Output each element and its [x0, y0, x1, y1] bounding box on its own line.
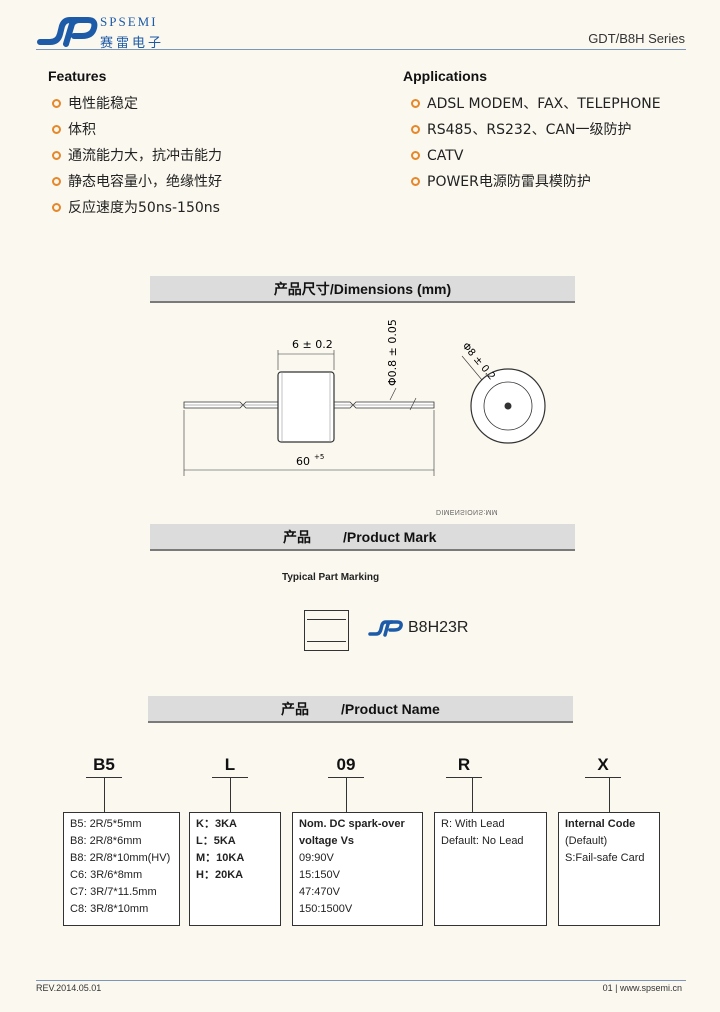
product-mark-title-en: /Product Mark: [343, 528, 437, 545]
product-mark-title-cn: 产品: [283, 529, 311, 546]
code-voltage: 09: [336, 755, 356, 774]
marking-caption: Typical Part Marking: [282, 572, 380, 583]
list-item: RS485、RS232、CAN一级防护: [409, 121, 661, 147]
list-item: POWER电源防雷具模防护: [409, 173, 661, 199]
code-current: L: [224, 755, 236, 774]
dimension-drawing: 6 ± 0.2 60 +5 Φ0.8 ± 0.05 Φ8 ± 0.2: [183, 319, 546, 476]
applications-list: ADSL MODEM、FAX、TELEPHONE RS485、RS232、CAN…: [409, 95, 661, 199]
lead-diameter-label: Φ0.8 ± 0.05: [386, 319, 399, 386]
part-marking-code: B8H23R: [408, 619, 469, 636]
brand-name-cn: 赛雷电子: [100, 36, 165, 51]
dimensions-title-cn: 产品尺寸: [273, 281, 330, 298]
brand-name-en: SPSEMI: [100, 14, 158, 29]
code-size: B5: [93, 755, 115, 774]
bullet-icon: [52, 203, 61, 212]
spsemi-logo-icon: [37, 17, 98, 47]
revision-text: REV.2014.05.01: [36, 983, 102, 993]
code-lead: R: [457, 755, 471, 774]
lead-length-label: 60: [296, 455, 310, 468]
spsemi-logo-icon: [368, 620, 403, 637]
bullet-icon: [52, 177, 61, 186]
header-divider: [36, 49, 686, 50]
list-item: CATV: [409, 147, 661, 173]
gdt-end-view: Φ8 ± 0.2: [460, 341, 546, 444]
list-item: 静态电容量小，绝缘性好: [50, 173, 222, 199]
product-name-title-cn: 产品: [281, 701, 309, 718]
features-heading: Features: [48, 68, 107, 84]
voltage-code-box: Nom. DC spark-over voltage Vs 09:90V 15:…: [292, 812, 423, 926]
bullet-icon: [411, 99, 420, 108]
bullet-icon: [52, 99, 61, 108]
bullet-icon: [411, 125, 420, 134]
list-item: 电性能稳定: [50, 95, 222, 121]
internal-code-box: Internal Code (Default) S:Fail-safe Card: [558, 812, 660, 926]
size-code-box: B5: 2R/5*5mm B8: 2R/8*6mm B8: 2R/8*10mm(…: [63, 812, 180, 926]
bullet-icon: [411, 177, 420, 186]
body-length-label: 6 ± 0.2: [292, 338, 333, 351]
product-mark-section-bar: 产品/Product Mark: [150, 524, 575, 551]
lead-code-box: R: With Lead Default: No Lead: [434, 812, 547, 926]
gdt-side-view: 6 ± 0.2 60 +5 Φ0.8 ± 0.05: [183, 319, 435, 476]
page-number-url: 01 | www.spsemi.cn: [602, 983, 682, 993]
features-list: 电性能稳定 体积 通流能力大，抗冲击能力 静态电容量小，绝缘性好 反应速度为50…: [50, 95, 222, 225]
body-diameter-label: Φ8 ± 0.2: [460, 341, 497, 382]
dimensions-section-bar: 产品尺寸/Dimensions (mm): [150, 276, 575, 303]
series-title: GDT/B8H Series: [588, 31, 685, 46]
list-item: 反应速度为50ns-150ns: [50, 199, 222, 225]
current-code-box: K：3KA L：5KA M：10KA H：20KA: [189, 812, 281, 926]
product-name-section-bar: 产品/Product Name: [148, 696, 573, 723]
product-name-title-en: /Product Name: [341, 700, 440, 717]
lead-length-tolerance: +5: [314, 453, 324, 461]
code-internal: X: [597, 755, 609, 774]
bullet-icon: [52, 151, 61, 160]
bullet-icon: [52, 125, 61, 134]
bullet-icon: [411, 151, 420, 160]
footer-divider: [36, 980, 686, 981]
part-marking-drawing: [304, 610, 349, 651]
applications-heading: Applications: [403, 68, 488, 84]
list-item: ADSL MODEM、FAX、TELEPHONE: [409, 95, 661, 121]
dimensions-title-en: /Dimensions (mm): [329, 280, 452, 297]
list-item: 通流能力大，抗冲击能力: [50, 147, 222, 173]
dimensions-unit-note: DIMENSIONS:MM: [436, 508, 498, 515]
list-item: 体积: [50, 121, 222, 147]
